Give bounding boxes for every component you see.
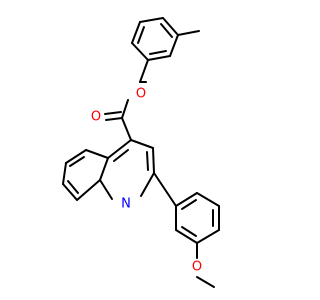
bond [107,139,132,159]
bond [162,17,179,36]
carbonyl-oxygen-label: O [91,110,101,125]
double-bond-inner [160,23,173,38]
methoxy-oxygen-label: O [192,260,202,275]
bond [130,139,154,149]
double-bond-inner [181,199,197,210]
bond [85,149,109,159]
bond [175,229,198,244]
bond [131,21,141,44]
methoxyphenyl-ring [175,192,220,244]
bond [140,172,155,197]
bond [65,149,87,164]
bond [62,183,78,201]
bond [169,34,179,57]
bond [153,172,177,207]
chemical-structure-diagram: O O N O [62,17,220,288]
bond [147,55,171,61]
double-bond-inner [146,151,149,171]
bond [121,99,129,119]
quinoline-nitrogen-label: N [121,197,131,212]
quinoline-pyridine-ring [99,139,155,200]
bond [139,17,164,23]
bond [99,179,113,200]
ester-oxygen-label: O [136,87,146,102]
bond [196,192,220,207]
double-bond-inner [113,149,129,162]
double-bond-inner [181,226,197,237]
bond [131,42,149,61]
quinoline-benzo-ring [62,149,109,201]
bond [175,192,198,207]
bond [76,179,101,201]
bond [121,117,132,141]
double-bond-inner [137,26,145,44]
carbonyl-double-bond [104,111,122,115]
tolyl-ring [131,17,179,83]
bond [99,157,109,181]
double-bond-inner [67,180,79,194]
methyl-bond [196,276,215,288]
bond [152,147,155,174]
methyl-bond [177,30,200,36]
bond [62,162,67,185]
bond [196,229,220,244]
carbonyl-double-bond [105,117,123,121]
bond [139,59,149,83]
double-bond-inner [69,156,85,167]
double-bond-inner [149,50,167,55]
